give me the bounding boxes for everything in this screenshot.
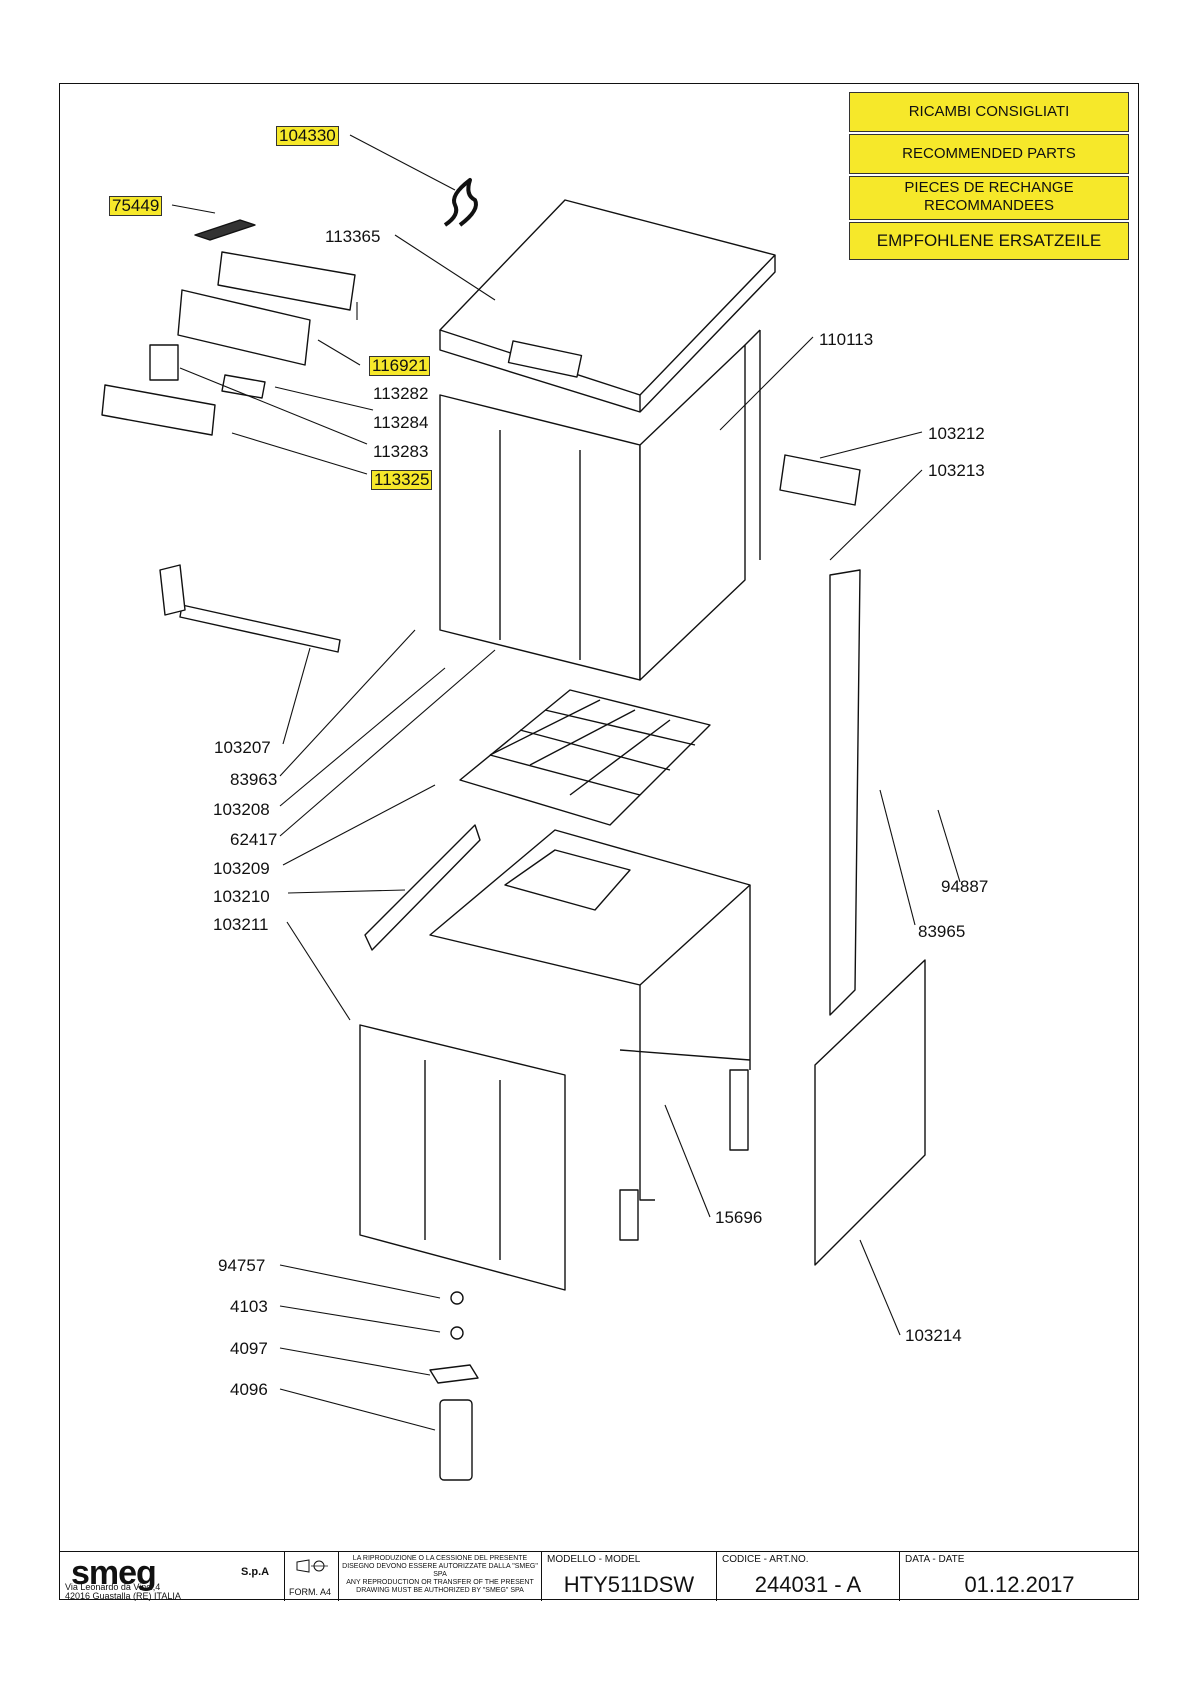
- part-label-75449: 75449: [109, 196, 163, 216]
- code-caption: CODICE - ART.NO.: [722, 1554, 809, 1565]
- part-label-113283: 113283: [373, 442, 429, 461]
- side-panel: [829, 569, 861, 1016]
- part-label-103212: 103212: [928, 424, 985, 443]
- part-label-110113: 110113: [819, 330, 874, 349]
- tank-frame: [429, 829, 751, 1241]
- part-label-113284: 113284: [373, 413, 429, 432]
- part-label-83965: 83965: [918, 922, 966, 941]
- lower-door: [359, 1024, 566, 1291]
- part-label-103207: 103207: [214, 738, 271, 757]
- part-label-94887: 94887: [941, 877, 989, 896]
- recommended-parts-legend: RICAMBI CONSIGLIATI RECOMMENDED PARTS PI…: [849, 92, 1129, 262]
- part-label-113365: 113365: [325, 227, 381, 246]
- part-label-4097: 4097: [230, 1339, 268, 1358]
- model-value: HTY511DSW: [563, 1572, 695, 1597]
- part-label-94757: 94757: [218, 1256, 266, 1275]
- notice-it: LA RIPRODUZIONE O LA CESSIONE DEL PRESEN…: [342, 1555, 538, 1578]
- part-label-116921: 116921: [369, 356, 431, 376]
- model-caption: MODELLO - MODEL: [547, 1554, 641, 1565]
- right-lower-panel: [814, 959, 926, 1266]
- date-cell: DATA - DATE 01.12.2017: [899, 1552, 1139, 1601]
- part-label-103209: 103209: [213, 859, 270, 878]
- leader-lines: [171, 134, 961, 1431]
- part-label-103214: 103214: [905, 1326, 962, 1345]
- model-cell: MODELLO - MODEL HTY511DSW: [541, 1552, 716, 1601]
- address-line1: Via Leonardo da Vinci,4: [65, 1582, 161, 1592]
- format-label: FORM. A4: [289, 1587, 332, 1597]
- notice-en: ANY REPRODUCTION OR TRANSFER OF THE PRES…: [346, 1579, 534, 1594]
- control-frame: [177, 289, 311, 366]
- projection-symbol-icon: [296, 1559, 328, 1573]
- code-cell: CODICE - ART.NO. 244031 - A: [716, 1552, 899, 1601]
- legend-fr: PIECES DE RECHANGE RECOMMANDEES: [849, 176, 1129, 220]
- part-label-103213: 103213: [928, 461, 985, 480]
- dish-rack: [459, 689, 711, 826]
- part-label-103210: 103210: [213, 887, 270, 906]
- company-suffix: S.p.A: [241, 1566, 270, 1578]
- left-side-panel: [364, 824, 481, 951]
- part-label-15696: 15696: [715, 1208, 763, 1227]
- cable-75449: [194, 219, 256, 241]
- part-label-103208: 103208: [213, 800, 270, 819]
- gasket: [221, 374, 266, 399]
- part-label-4103: 4103: [230, 1297, 268, 1316]
- address-line2: 42016 Guastalla (RE) ITALIA: [65, 1591, 181, 1601]
- date-value: 01.12.2017: [964, 1572, 1075, 1597]
- foot: [439, 1399, 473, 1481]
- part-label-104330: 104330: [276, 126, 339, 146]
- format-cell: FORM. A4: [284, 1552, 338, 1601]
- part-label-83963: 83963: [230, 770, 278, 789]
- hood-body: [439, 329, 761, 681]
- part-label-113325: 113325: [371, 470, 433, 490]
- control-board: [217, 251, 356, 311]
- legend-en: RECOMMENDED PARTS: [849, 134, 1129, 174]
- legend-de: EMPFOHLENE ERSATZEILE: [849, 222, 1129, 260]
- part-label-62417: 62417: [230, 830, 278, 849]
- top-cover: [439, 199, 776, 413]
- notice-cell: LA RIPRODUZIONE O LA CESSIONE DEL PRESEN…: [338, 1552, 541, 1601]
- front-label: [101, 384, 216, 436]
- tube: [179, 604, 341, 653]
- part-label-113282: 113282: [373, 384, 429, 403]
- bracket: [159, 564, 186, 616]
- legend-it: RICAMBI CONSIGLIATI: [849, 92, 1129, 132]
- cable-104330: [443, 178, 478, 227]
- drawing-frame: [59, 83, 1139, 1600]
- foot-plate: [429, 1364, 479, 1384]
- company-logo: smeg: [71, 1554, 157, 1592]
- keypad: [149, 344, 179, 381]
- part-label-4096: 4096: [230, 1380, 268, 1399]
- date-caption: DATA - DATE: [905, 1554, 965, 1565]
- title-block: smeg S.p.A Via Leonardo da Vinci,4 42016…: [59, 1551, 1139, 1601]
- company-cell: smeg S.p.A Via Leonardo da Vinci,4 42016…: [59, 1552, 284, 1601]
- part-label-103211: 103211: [213, 915, 269, 934]
- rail: [779, 454, 861, 506]
- code-value: 244031 - A: [754, 1572, 862, 1597]
